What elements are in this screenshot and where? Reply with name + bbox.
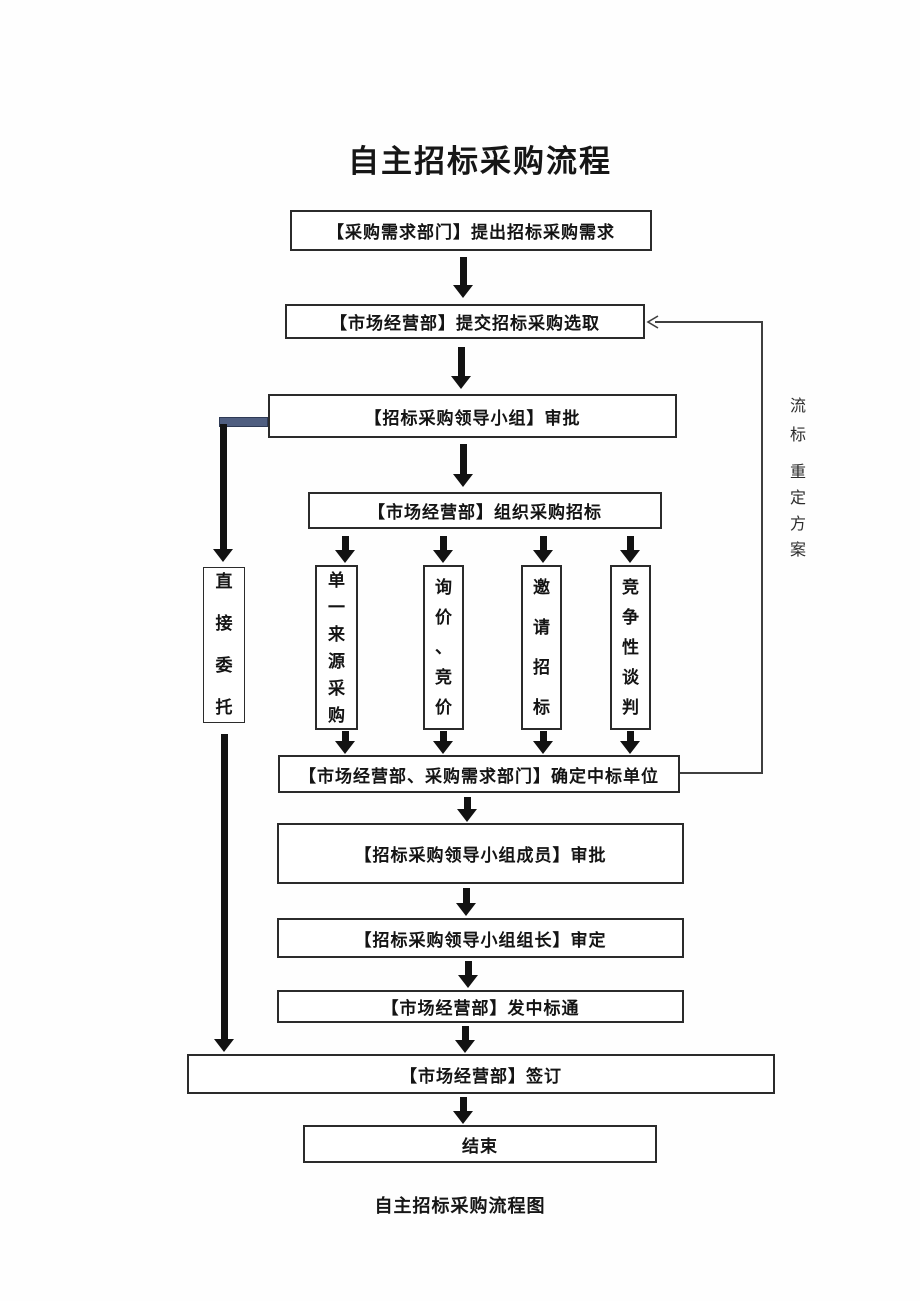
arrow-down-icon [335,731,355,754]
blue-connector-bar [219,417,268,427]
arrow-down-icon [620,536,640,563]
arrow-down-icon [455,1026,475,1053]
annotation-redo-plan: 重定方案 [789,464,806,559]
arrow-down-icon [335,536,355,563]
arrow-down-icon [451,347,471,389]
node-direct-commission-label: 直接委托 [215,572,233,717]
node-method-negotiation: 竞争性谈判 [610,565,651,730]
node-method-invite: 邀请招标 [521,565,562,730]
arrow-down-icon [214,734,234,1052]
arrow-down-icon [453,1097,473,1124]
node-end: 结束 [303,1125,657,1163]
node-leader-approve-label: 【招标采购领导小组】审批 [364,408,581,428]
node-leader-approve: 【招标采购领导小组】审批 [268,394,677,438]
arrow-down-icon [213,424,233,562]
node-member-approve-label: 【招标采购领导小组成员】审批 [354,846,607,865]
node-determine-winner-label: 【市场经营部、采购需求部门】确定中标单位 [299,766,659,786]
node-method-inquiry: 询价、竞价 [423,565,464,730]
node-method-sole-source-label: 单一来源采购 [328,570,345,725]
node-method-sole-source: 单一来源采购 [315,565,358,730]
arrow-down-icon [620,731,640,754]
node-direct-commission: 直接委托 [203,567,245,723]
arrow-down-icon [533,536,553,563]
node-sign-contract: 【市场经营部】签订 [187,1054,775,1094]
node-issue-notice-label: 【市场经营部】发中标通 [381,999,580,1018]
node-method-inquiry-label: 询价、竞价 [435,577,452,717]
feedback-line-top [655,321,763,323]
node-member-approve: 【招标采购领导小组成员】审批 [277,823,684,884]
node-request: 【采购需求部门】提出招标采购需求 [290,210,652,251]
node-organize: 【市场经营部】组织采购招标 [308,492,662,529]
arrow-down-icon [456,888,476,916]
annotation-failed-bid: 流标 [789,398,806,444]
page-title: 自主招标采购流程 [348,144,612,179]
arrow-down-icon [533,731,553,754]
node-method-negotiation-label: 竞争性谈判 [622,577,639,717]
arrow-down-icon [453,257,473,298]
arrow-down-icon [433,536,453,563]
node-issue-notice: 【市场经营部】发中标通 [277,990,684,1023]
arrow-left-icon [646,315,659,329]
node-leader-finalize: 【招标采购领导小组组长】审定 [277,918,684,958]
node-request-label: 【采购需求部门】提出招标采购需求 [327,223,615,242]
arrow-down-icon [457,797,477,822]
node-determine-winner: 【市场经营部、采购需求部门】确定中标单位 [278,755,680,793]
arrow-down-icon [453,444,473,487]
feedback-line-bottom [680,772,763,774]
node-submit: 【市场经营部】提交招标采购选取 [285,304,645,339]
node-sign-contract-label: 【市场经营部】签订 [400,1066,562,1086]
node-end-label: 结束 [462,1136,498,1156]
node-organize-label: 【市场经营部】组织采购招标 [368,503,602,522]
figure-caption: 自主招标采购流程图 [374,1196,546,1216]
node-submit-label: 【市场经营部】提交招标采购选取 [330,314,600,333]
node-method-invite-label: 邀请招标 [533,577,550,717]
arrow-down-icon [433,731,453,754]
arrow-down-icon [458,961,478,988]
feedback-line-vertical [761,321,763,774]
node-leader-finalize-label: 【招标采购领导小组组长】审定 [354,930,607,950]
